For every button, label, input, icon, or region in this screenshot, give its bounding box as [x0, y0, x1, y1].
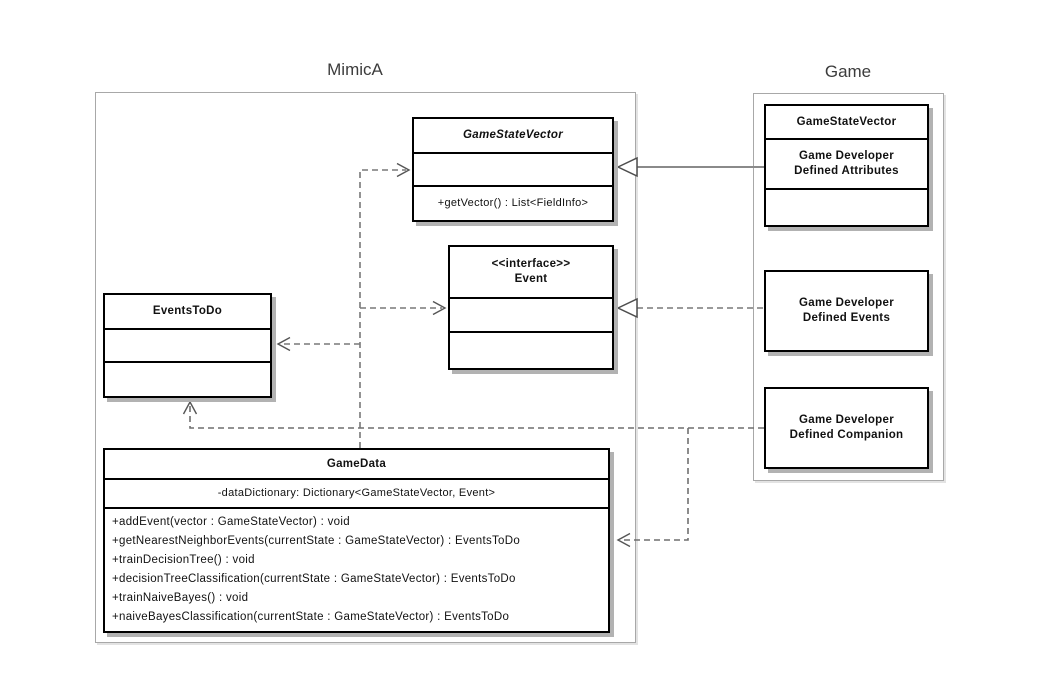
method-item: +decisionTreeClassification(currentState… [112, 573, 516, 585]
methods-compartment [766, 190, 927, 225]
class-event-interface: <<interface>> Event [448, 245, 614, 370]
dependency-gamedata-event [360, 300, 447, 316]
class-name-label: Event [514, 273, 548, 285]
class-title: GameData [105, 450, 608, 480]
attributes-compartment: -dataDictionary: Dictionary<GameStateVec… [105, 480, 608, 509]
method-item: +naiveBayesClassification(currentState :… [112, 611, 510, 623]
class-gamestatevector-game: GameStateVector Game Developer Defined A… [764, 104, 929, 227]
methods-compartment: +addEvent(vector : GameStateVector) : vo… [105, 509, 608, 631]
class-title: Game Developer Defined Companion [789, 414, 904, 441]
open-arrowhead-icon [182, 400, 198, 415]
class-eventstodo: EventsToDo [103, 293, 272, 398]
open-arrowhead-icon [396, 162, 411, 178]
hollow-triangle-icon [616, 297, 638, 319]
class-title: EventsToDo [105, 295, 270, 330]
package-label-game: Game [824, 62, 872, 81]
methods-compartment [105, 363, 270, 396]
stereotype-label: <<interface>> [491, 258, 571, 270]
dependency-companion-eventstodo [182, 400, 764, 429]
attributes-compartment [105, 330, 270, 363]
package-label-mimica: MimicA [327, 60, 383, 79]
hollow-triangle-icon [616, 156, 638, 178]
generalization-gamestatevector [616, 156, 764, 178]
attributes-compartment: Game Developer Defined Attributes [766, 140, 927, 190]
dependency-gamedata-eventstodo [276, 336, 360, 352]
methods-compartment [450, 333, 612, 368]
open-arrowhead-icon [616, 532, 631, 548]
class-title: GameStateVector [766, 106, 927, 140]
dependency-companion-gamedata [616, 428, 689, 548]
class-title: Game Developer Defined Events [799, 297, 894, 324]
dependency-gamedata-gamestatevector [359, 162, 411, 448]
class-title: <<interface>> Event [450, 247, 612, 299]
method-item: +trainDecisionTree() : void [112, 554, 255, 566]
class-title: GameStateVector [414, 119, 612, 154]
method-item: +getVector() : List<FieldInfo> [437, 197, 589, 209]
class-game-developer-defined-events: Game Developer Defined Events [764, 270, 929, 352]
method-item: +getNearestNeighborEvents(currentState :… [112, 535, 521, 547]
class-gamedata: GameData -dataDictionary: Dictionary<Gam… [103, 448, 610, 633]
class-gamestatevector-abstract: GameStateVector +getVector() : List<Fiel… [412, 117, 614, 222]
attributes-compartment [450, 299, 612, 333]
attribute-item: -dataDictionary: Dictionary<GameStateVec… [217, 487, 496, 499]
realization-event [616, 297, 764, 319]
method-item: +trainNaiveBayes() : void [112, 592, 249, 604]
class-game-developer-defined-companion: Game Developer Defined Companion [764, 387, 929, 469]
method-item: +addEvent(vector : GameStateVector) : vo… [112, 516, 350, 528]
open-arrowhead-icon [276, 336, 291, 352]
methods-compartment: +getVector() : List<FieldInfo> [414, 187, 612, 220]
attributes-compartment [414, 154, 612, 187]
open-arrowhead-icon [432, 300, 447, 316]
